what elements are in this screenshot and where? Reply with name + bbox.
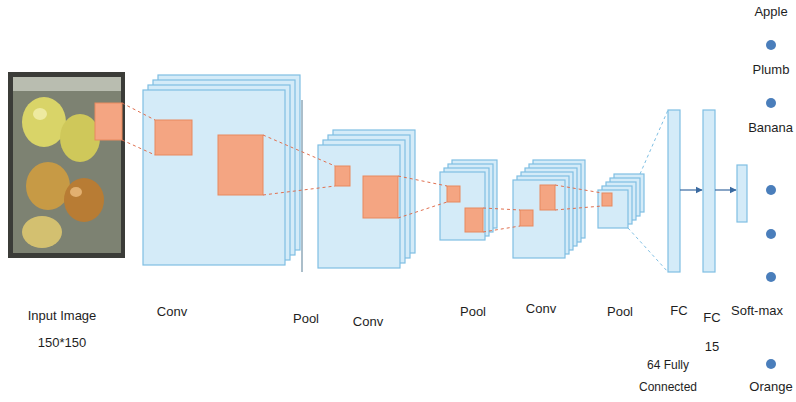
input-photo <box>95 103 122 140</box>
fc-fan-lines <box>640 110 668 174</box>
flow-arrow <box>680 189 702 190</box>
receptive-field-lines <box>483 208 520 210</box>
layer-label: Conv <box>353 314 383 330</box>
output-dot <box>766 229 776 239</box>
kernel-square <box>520 210 533 226</box>
input-photo <box>13 77 121 91</box>
pool-layer <box>598 174 644 228</box>
layer-label: Pool <box>607 304 633 320</box>
receptive-field-lines <box>122 140 155 155</box>
kernel-square <box>447 186 483 232</box>
receptive-field-lines <box>555 206 602 210</box>
layer-label: FC <box>670 303 687 319</box>
softmax-layer <box>737 165 747 222</box>
input-photo <box>13 77 121 253</box>
kernel-square <box>520 185 555 226</box>
layer-label: Conv <box>157 304 187 320</box>
receptive-field-lines <box>483 226 520 232</box>
output-dot <box>766 272 776 282</box>
conv-layer <box>143 90 285 265</box>
fc-layer <box>668 110 680 272</box>
kernel-square <box>465 208 483 232</box>
input-label: Input Image 150*150 <box>16 302 108 356</box>
flow-arrow <box>715 189 736 190</box>
receptive-field-lines <box>555 185 602 193</box>
output-dot <box>766 359 776 369</box>
input-photo <box>60 114 100 162</box>
conv-layer <box>513 180 565 258</box>
receptive-field-lines <box>263 186 335 195</box>
input-photo <box>70 187 82 197</box>
kernel-square <box>363 176 398 218</box>
class-label: Orange <box>749 379 792 395</box>
layer-label: Conv <box>526 301 556 317</box>
pool-layer <box>598 190 628 228</box>
output-dot <box>766 98 776 108</box>
conv-layer <box>143 75 300 265</box>
receptive-field-lines <box>263 135 335 166</box>
kernel-square <box>540 185 555 210</box>
pool-layer <box>440 172 485 240</box>
layer-label: Pool <box>460 304 486 320</box>
input-photo <box>8 72 125 258</box>
pool-divider <box>301 100 303 272</box>
input-photo <box>33 108 47 120</box>
conv-layer <box>513 160 585 258</box>
layer-note: 64 Fully Connected <box>631 354 705 398</box>
fc-layer <box>703 110 715 272</box>
layer-label: Soft-max <box>731 303 783 319</box>
receptive-field-lines <box>122 103 155 120</box>
output-dot <box>766 185 776 195</box>
kernel-square <box>218 135 263 195</box>
input-photo <box>22 97 66 147</box>
fc-fan-lines <box>628 110 668 272</box>
kernel-square <box>155 120 263 195</box>
input-photo <box>64 178 104 222</box>
class-label: Plumb <box>753 62 790 78</box>
layer-label: Pool <box>293 311 319 327</box>
output-dot <box>766 40 776 369</box>
kernel-square <box>602 193 612 206</box>
receptive-field-lines <box>122 103 602 232</box>
kernel-square <box>335 166 398 218</box>
pool-layer <box>440 160 497 240</box>
kernel-square <box>447 186 460 202</box>
receptive-field-lines <box>398 176 447 186</box>
layer-label: FC 15 <box>700 303 724 361</box>
input-photo <box>22 216 62 248</box>
class-label: Apple <box>754 4 787 20</box>
input-photo <box>8 72 125 258</box>
output-dot <box>766 40 776 50</box>
receptive-field-lines <box>398 202 447 218</box>
class-label: Banana <box>748 120 793 136</box>
kernel-square <box>155 120 192 155</box>
kernel-square <box>335 166 350 186</box>
input-photo <box>26 162 70 210</box>
conv-layer <box>318 130 415 268</box>
fc-fan-lines <box>628 228 668 272</box>
